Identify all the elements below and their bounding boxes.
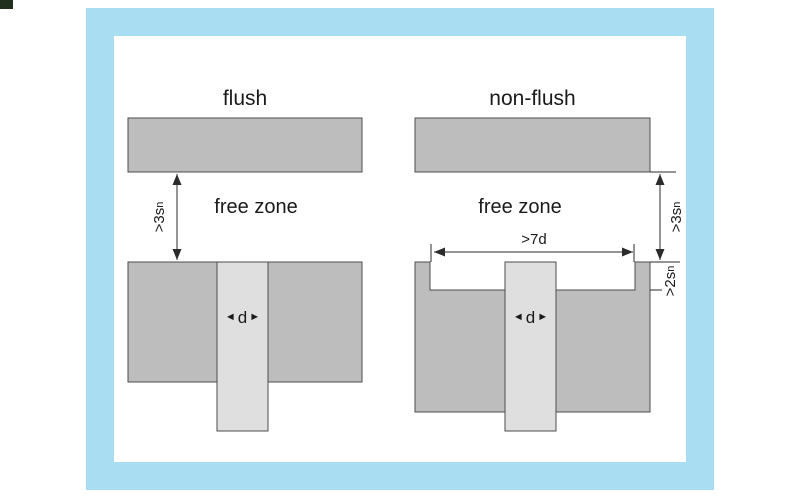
arrow-left-icon: ◄	[224, 311, 236, 323]
flush-free-zone-label: free zone	[214, 196, 298, 218]
nonflush-diameter-label: ◄ d ►	[505, 309, 556, 326]
corner-artifact	[0, 0, 13, 9]
dim-text: >3s	[151, 207, 168, 233]
nonflush-target-plate	[414, 117, 651, 173]
dim-text: >3s	[668, 207, 685, 233]
nonflush-title: non-flush	[489, 87, 576, 110]
dim-subscript: n	[671, 201, 683, 208]
nonflush-free-zone-label: free zone	[478, 196, 562, 218]
flush-diameter-label: ◄ d ►	[217, 309, 268, 326]
diameter-text: d	[525, 308, 536, 327]
nonflush-sensor-body	[504, 261, 557, 432]
arrow-right-icon: ►	[249, 311, 261, 323]
arrow-left-icon: ◄	[512, 311, 524, 323]
dim-subscript: n	[154, 201, 166, 208]
dim-text: >2s	[662, 271, 679, 297]
recess-width-dim-label: >7d	[521, 231, 547, 248]
flush-target-plate	[127, 117, 363, 173]
diameter-text: d	[237, 308, 248, 327]
flush-title: flush	[222, 87, 268, 110]
arrow-right-icon: ►	[537, 311, 549, 323]
dim-subscript: n	[665, 265, 677, 272]
flush-sensor-body	[216, 261, 269, 432]
